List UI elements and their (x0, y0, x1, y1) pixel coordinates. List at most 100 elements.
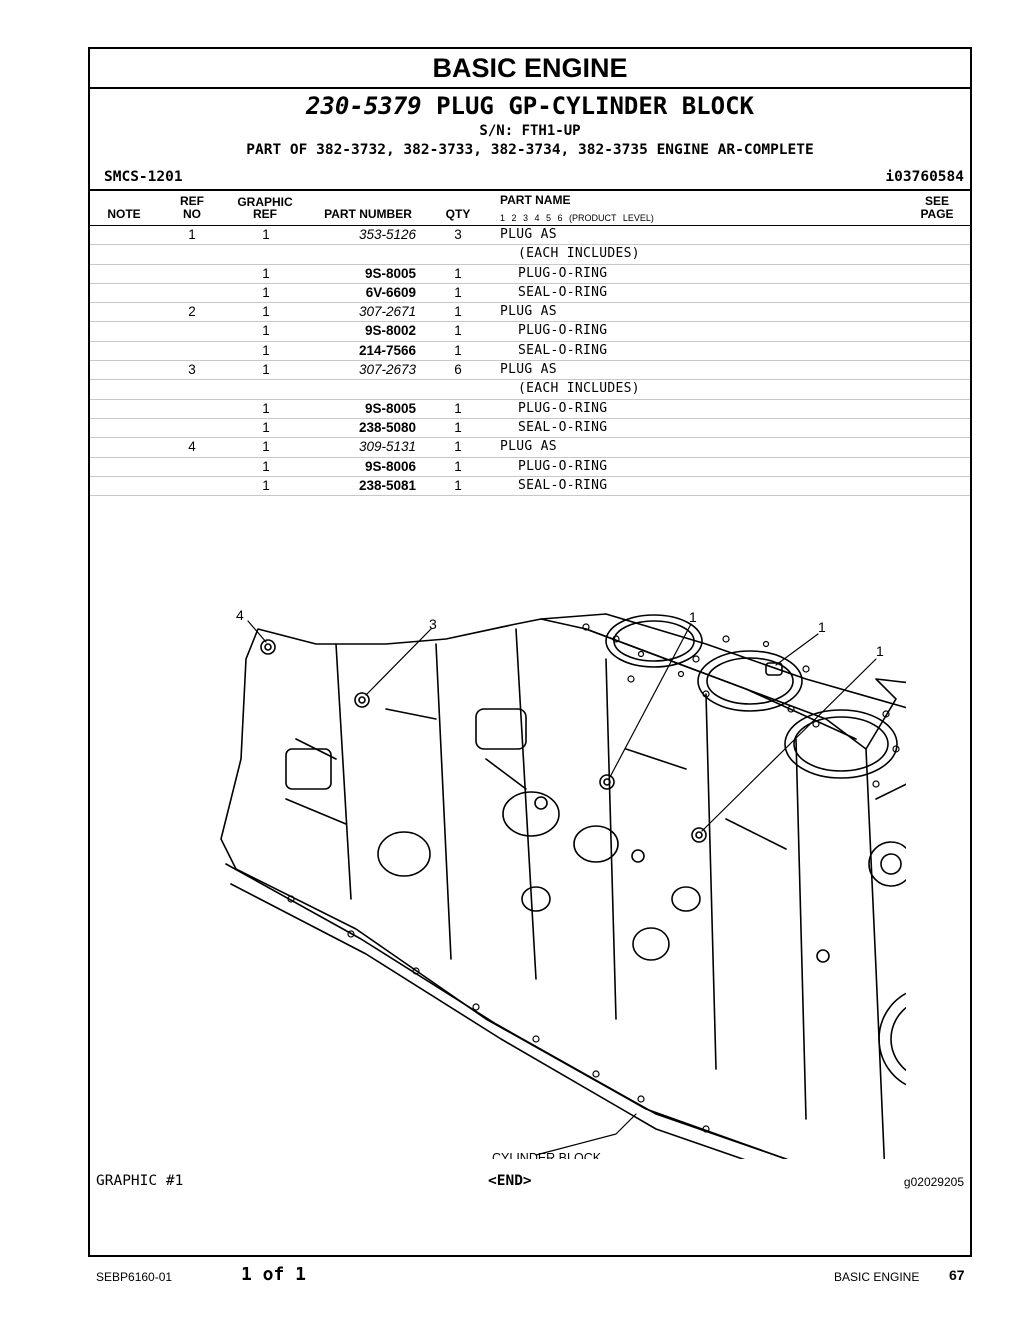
qty-cell: 1 (454, 400, 462, 416)
table-row: 1 238-5081 1 SEAL-O-RING (90, 477, 970, 497)
group-number: 230-5379 (306, 92, 422, 120)
part-number-cell: 6V-6609 (365, 284, 416, 300)
part-number-cell: 353-5126 (358, 227, 416, 242)
table-row: 3 1 307-2673 6 PLUG AS (90, 361, 970, 381)
parts-page-frame: BASIC ENGINE 230-5379 PLUG GP-CYLINDER B… (88, 47, 972, 1257)
part-name-cell: PLUG-O-RING (518, 400, 608, 416)
smcs-code: SMCS-1201 (104, 169, 183, 185)
cylinder-bore-2 (697, 650, 803, 712)
plug-ref-1c (691, 827, 707, 843)
graphic-ref-cell: 1 (262, 419, 270, 435)
callout-1-mid: 1 (818, 619, 826, 635)
serial-range: S/N: FTH1-UP (479, 123, 581, 139)
part-name-cell: PLUG-O-RING (518, 265, 608, 281)
table-row: 1 6V-6609 1 SEAL-O-RING (90, 284, 970, 304)
graphic-ref-cell: 1 (262, 400, 270, 416)
graphic-ref-cell: 1 (262, 362, 270, 378)
qty-cell: 1 (454, 419, 462, 435)
table-row: 1 1 353-5126 3 PLUG AS (90, 226, 970, 246)
col-part-name: PART NAME (500, 193, 571, 207)
cylinder-bore-1 (605, 614, 703, 668)
graphic-ref-cell: 1 (262, 342, 270, 358)
col-ref-top: REF (180, 194, 204, 208)
table-row: (EACH INCLUDES) (90, 245, 970, 265)
col-qty: QTY (445, 207, 471, 221)
part-number-cell: 9S-8005 (364, 265, 416, 281)
part-number-cell: 9S-8005 (364, 400, 416, 416)
qty-cell: 1 (454, 323, 462, 339)
qty-cell: 6 (454, 362, 462, 378)
part-name-cell: SEAL-O-RING (518, 342, 608, 358)
part-number-cell: 307-2673 (358, 362, 416, 378)
section-title: BASIC ENGINE (90, 49, 970, 89)
group-name: PLUG GP-CYLINDER BLOCK (436, 92, 754, 120)
col-see-bottom: PAGE (920, 207, 954, 221)
part-name-cell: PLUG-O-RING (518, 323, 608, 339)
doc-number: SEBP6160-01 (96, 1270, 173, 1284)
graphic-ref-cell: 1 (262, 304, 270, 320)
plug-ref-1b (765, 662, 783, 676)
ref-no-cell: 4 (188, 439, 196, 455)
ref-no-cell: 1 (188, 227, 196, 242)
callout-1-top: 1 (689, 609, 697, 625)
col-graphic-bottom: REF (253, 207, 277, 221)
table-row: (EACH INCLUDES) (90, 380, 970, 400)
qty-cell: 1 (454, 265, 462, 281)
end-marker: <END> (488, 1173, 532, 1189)
part-name-cell: PLUG AS (500, 227, 557, 242)
qty-cell: 1 (454, 342, 462, 358)
graphic-ref-cell: 1 (262, 323, 270, 339)
part-of-line: PART OF 382-3732, 382-3733, 382-3734, 38… (246, 142, 814, 158)
ref-no-cell: 2 (188, 304, 196, 320)
footer-section: BASIC ENGINE (834, 1270, 920, 1284)
header-rule (90, 189, 970, 191)
part-number-cell: 307-2671 (358, 304, 416, 320)
plug-ref-1a (599, 774, 615, 790)
group-title: 230-5379 PLUG GP-CYLINDER BLOCK (90, 91, 970, 121)
product-levels: 1 2 3 4 5 6 (PRODUCT LEVEL) (500, 213, 654, 223)
part-number-cell: 309-5131 (358, 439, 416, 455)
front-face (865, 748, 906, 1159)
qty-cell: 1 (454, 477, 462, 493)
graphic-ref-cell: 1 (262, 227, 270, 242)
pan-rail (225, 863, 787, 1159)
part-name-cell: SEAL-O-RING (518, 419, 608, 435)
cylinder-bore-3 (784, 709, 898, 779)
col-graphic-top: GRAPHIC (237, 195, 293, 209)
col-part-number: PART NUMBER (324, 207, 412, 221)
ref-no-cell: 3 (188, 362, 196, 378)
part-number-cell: 238-5081 (358, 477, 416, 493)
cylinder-block-label: CYLINDER BLOCK (492, 1151, 602, 1159)
graphic-id: g02029205 (903, 1175, 964, 1189)
qty-cell: 1 (454, 284, 462, 300)
cylinder-block-illustration: 4 3 1 1 1 2 CYLINDER BLOCK (220, 607, 906, 1159)
part-number-cell: 9S-8002 (364, 323, 416, 339)
qty-cell: 1 (454, 439, 462, 455)
plug-ref-3 (354, 692, 370, 708)
graphic-ref-cell: 1 (262, 477, 270, 493)
qty-cell: 3 (454, 227, 462, 242)
graphic-ref-cell: 1 (262, 458, 270, 474)
col-ref-bottom: NO (183, 207, 201, 221)
part-name-cell: PLUG AS (500, 362, 557, 378)
column-rule (90, 225, 970, 226)
front-bore (878, 992, 906, 1086)
part-name-cell: SEAL-O-RING (518, 477, 608, 493)
part-name-cell: PLUG AS (500, 304, 557, 320)
illustration-ident: i03760584 (885, 169, 964, 185)
part-number-cell: 9S-8006 (364, 458, 416, 474)
callout-3: 3 (429, 616, 437, 632)
graphic-ref-cell: 1 (262, 439, 270, 455)
block-outline (220, 618, 906, 1159)
graphic-ref-cell: 1 (262, 284, 270, 300)
page-of: 1 of 1 (241, 1264, 307, 1285)
table-row: 1 9S-8002 1 PLUG-O-RING (90, 322, 970, 342)
part-name-cell: SEAL-O-RING (518, 284, 608, 300)
col-see-top: SEE (924, 194, 949, 208)
qty-cell: 1 (454, 458, 462, 474)
